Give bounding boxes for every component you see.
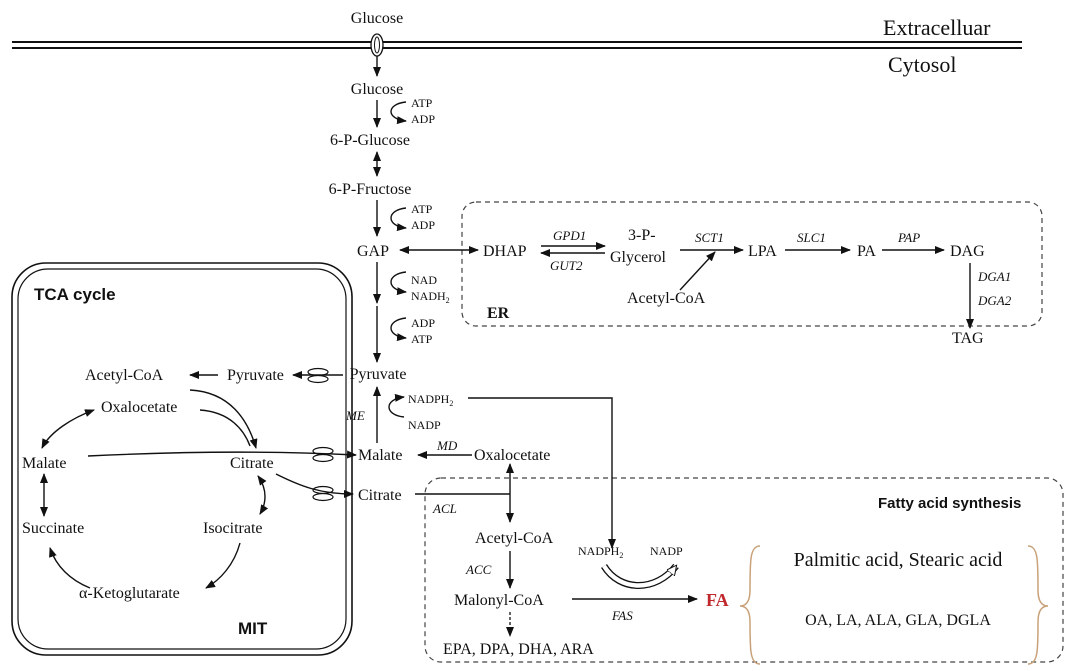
nad-nadh-curve bbox=[390, 271, 407, 296]
nadph2-label-me: NADPH2 bbox=[408, 392, 453, 408]
atp-label-2: ATP bbox=[411, 202, 433, 216]
fructose-6-phosphate: 6-P-Fructose bbox=[329, 181, 412, 198]
dhap: DHAP bbox=[483, 243, 527, 260]
mitochondrion-compartment-outer bbox=[11, 262, 353, 656]
dga2-enzyme-label: DGA2 bbox=[977, 293, 1012, 308]
fa-right-brace bbox=[1027, 545, 1049, 665]
malate-oxalocetate-arrow bbox=[41, 409, 95, 449]
adp-label-3: ADP bbox=[411, 316, 435, 330]
acetylcoa-to-citrate-arrow bbox=[189, 389, 258, 449]
atp-label-3: ATP bbox=[411, 332, 433, 346]
atp-adp-curve-1 bbox=[390, 101, 407, 125]
nadph-nadp-curve-fas-inner bbox=[602, 566, 678, 588]
extracellular-label: Extracelluar bbox=[883, 15, 991, 40]
pyruvate-mit: Pyruvate bbox=[227, 367, 284, 384]
nadph2-label-fas: NADPH2 bbox=[578, 544, 623, 560]
pufa-products: EPA, DPA, DHA, ARA bbox=[443, 641, 594, 658]
cell-membrane bbox=[12, 33, 1022, 57]
acc-enzyme-label: ACC bbox=[465, 562, 492, 577]
glucose-6-phosphate: 6-P-Glucose bbox=[330, 132, 410, 149]
oxalocetate-mit: Oxalocetate bbox=[101, 399, 177, 416]
succinate: Succinate bbox=[22, 520, 84, 537]
acl-enzyme-label: ACL bbox=[432, 501, 457, 516]
md-enzyme-label: MD bbox=[436, 438, 458, 453]
tag: TAG bbox=[952, 330, 984, 347]
fas-enzyme-label: FAS bbox=[611, 608, 633, 623]
pyruvate-cytosol: Pyruvate bbox=[350, 366, 407, 383]
adp-label-2: ADP bbox=[411, 218, 435, 232]
acetylcoa-to-sct1-arrow bbox=[679, 251, 716, 291]
citrate-export-arrow bbox=[275, 473, 354, 498]
glucose-cytosol: Glucose bbox=[351, 81, 403, 98]
pap-enzyme-label: PAP bbox=[897, 230, 920, 245]
pa: PA bbox=[857, 243, 876, 260]
malonylcoa: Malonyl-CoA bbox=[454, 592, 544, 609]
acetylcoa-fa: Acetyl-CoA bbox=[475, 530, 554, 547]
acetylcoa-mit: Acetyl-CoA bbox=[85, 367, 164, 384]
isocitrate-to-akg-arrow bbox=[205, 542, 241, 589]
malate-cytosol: Malate bbox=[358, 447, 402, 464]
alpha-ketoglutarate: α-Ketoglutarate bbox=[79, 585, 180, 602]
nadph-to-fas-arrow bbox=[468, 397, 616, 549]
adp-atp-curve bbox=[390, 317, 407, 342]
dga1-enzyme-label: DGA1 bbox=[977, 269, 1011, 284]
mit-label: MIT bbox=[238, 619, 268, 638]
nad-label: NAD bbox=[411, 273, 437, 287]
citrate-isocitrate-arrow bbox=[257, 475, 269, 515]
malate-mit: Malate bbox=[22, 455, 66, 472]
glycerol-3-phosphate-line2: Glycerol bbox=[610, 249, 667, 266]
fatty-acid-synthesis-compartment bbox=[424, 477, 1064, 663]
nadp-label-me: NADP bbox=[408, 418, 441, 432]
er-label: ER bbox=[487, 305, 510, 322]
fa-left-brace bbox=[739, 545, 761, 665]
atp-adp-curve-2 bbox=[390, 207, 407, 232]
nadh2-label: NADH2 bbox=[411, 289, 450, 305]
slc1-enzyme-label: SLC1 bbox=[797, 230, 826, 245]
gap: GAP bbox=[357, 243, 389, 260]
me-enzyme-label: ME bbox=[345, 408, 365, 423]
mito-transporter-citrate bbox=[312, 485, 334, 502]
glucose-extracellular: Glucose bbox=[351, 10, 403, 27]
nadp-label-fas: NADP bbox=[650, 544, 683, 558]
fa-list-unsaturated: OA, LA, ALA, GLA, DGLA bbox=[805, 612, 991, 629]
nadph-nadp-curve-me bbox=[388, 393, 405, 418]
fa-list-saturated: Palmitic acid, Stearic acid bbox=[794, 549, 1003, 571]
mito-transporter-pyruvate bbox=[307, 367, 329, 384]
malate-export-arrow bbox=[87, 450, 357, 459]
oxalocetate-to-citrate-curve bbox=[199, 409, 251, 447]
citrate-mit: Citrate bbox=[230, 455, 274, 472]
gpd1-enzyme-label: GPD1 bbox=[553, 228, 586, 243]
cytosol-label: Cytosol bbox=[888, 52, 956, 77]
er-compartment bbox=[461, 201, 1043, 327]
dag: DAG bbox=[950, 243, 985, 260]
sct1-enzyme-label: SCT1 bbox=[695, 230, 724, 245]
fatty-acid-synthesis-label: Fatty acid synthesis bbox=[878, 495, 1021, 512]
acetylcoa-er: Acetyl-CoA bbox=[627, 290, 706, 307]
gut2-enzyme-label: GUT2 bbox=[550, 258, 583, 273]
isocitrate: Isocitrate bbox=[203, 520, 263, 537]
adp-label-1: ADP bbox=[411, 112, 435, 126]
lpa: LPA bbox=[748, 243, 777, 260]
oxalocetate-cytosol: Oxalocetate bbox=[474, 447, 550, 464]
citrate-cytosol: Citrate bbox=[358, 487, 402, 504]
mitochondrion-compartment-inner bbox=[17, 268, 347, 650]
fa-product: FA bbox=[706, 590, 729, 610]
tca-cycle-label: TCA cycle bbox=[34, 285, 116, 304]
atp-label-1: ATP bbox=[411, 96, 433, 110]
akg-to-succinate-arrow bbox=[49, 547, 91, 589]
glycerol-3-phosphate-line1: 3-P- bbox=[628, 227, 656, 244]
